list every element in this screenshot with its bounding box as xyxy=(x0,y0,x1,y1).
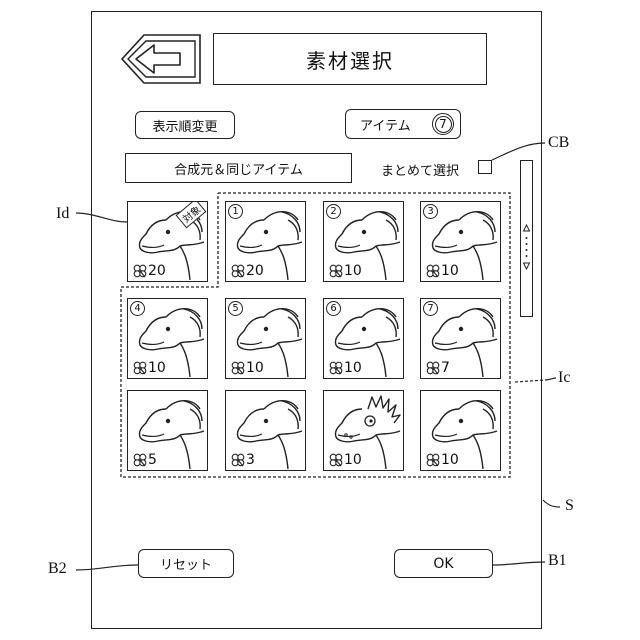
tile-quantity: 10 xyxy=(329,264,362,278)
tile-quantity-value: 10 xyxy=(441,264,459,278)
material-tile[interactable]: 4 10 xyxy=(127,298,208,379)
tile-quantity-value: 10 xyxy=(441,453,459,467)
tile-quantity-value: 7 xyxy=(441,361,450,375)
material-tile[interactable]: 10 xyxy=(323,390,404,471)
material-tile[interactable]: 6 10 xyxy=(323,298,404,379)
tile-quantity: 10 xyxy=(329,361,362,375)
annotation-s: S xyxy=(565,497,574,515)
tile-quantity: 7 xyxy=(426,361,450,375)
clover-icon xyxy=(133,453,147,467)
annotation-id: Id xyxy=(56,205,69,223)
material-tile[interactable]: 77 xyxy=(420,298,501,379)
item-filter-button[interactable]: アイテム 7 xyxy=(345,109,461,139)
annotation-cb: CB xyxy=(548,134,569,152)
tile-number-badge: 4 xyxy=(130,301,145,316)
item-count-inner: 7 xyxy=(435,116,452,133)
reset-button[interactable]: リセット xyxy=(138,549,234,578)
tile-quantity: 3 xyxy=(231,453,255,467)
select-all-label: まとめて選択 xyxy=(381,160,459,179)
material-tile[interactable]: 1 20 xyxy=(225,201,306,282)
item-filter-label: アイテム xyxy=(360,115,411,134)
tile-quantity-value: 10 xyxy=(246,361,264,375)
material-tile[interactable]: 10 xyxy=(420,390,501,471)
tile-number-badge: 1 xyxy=(228,204,243,219)
scrollbar[interactable] xyxy=(520,160,533,317)
tile-number-badge: 5 xyxy=(228,301,243,316)
tile-quantity-value: 3 xyxy=(246,453,255,467)
annotation-b1: B1 xyxy=(548,552,567,570)
tile-number-badge: 6 xyxy=(326,301,341,316)
clover-icon xyxy=(329,361,343,375)
material-tile[interactable]: 3 xyxy=(225,390,306,471)
clover-icon xyxy=(426,453,440,467)
tile-quantity-value: 5 xyxy=(148,453,157,467)
material-tile[interactable]: 5 10 xyxy=(225,298,306,379)
tile-quantity-value: 20 xyxy=(246,264,264,278)
clover-icon xyxy=(133,361,147,375)
clover-icon xyxy=(329,264,343,278)
tile-number-badge: 2 xyxy=(326,204,341,219)
tile-quantity: 20 xyxy=(231,264,264,278)
ok-button[interactable]: OK xyxy=(394,549,493,578)
tile-number-badge: 7 xyxy=(423,301,438,316)
tile-quantity: 10 xyxy=(329,453,362,467)
item-count-badge: 7 xyxy=(432,113,454,135)
material-tile[interactable]: 2 10 xyxy=(323,201,404,282)
annotation-b2: B2 xyxy=(48,560,67,578)
select-all-checkbox[interactable] xyxy=(478,160,492,174)
annotation-ic: Ic xyxy=(558,369,570,387)
back-arrow-icon xyxy=(120,33,201,85)
clover-icon xyxy=(231,453,245,467)
tile-quantity-value: 20 xyxy=(148,264,166,278)
tile-quantity: 10 xyxy=(426,453,459,467)
tile-quantity-value: 10 xyxy=(344,361,362,375)
tile-quantity-value: 10 xyxy=(344,264,362,278)
clover-icon xyxy=(329,453,343,467)
tile-quantity-value: 10 xyxy=(148,361,166,375)
back-button[interactable] xyxy=(120,33,201,85)
clover-icon xyxy=(426,264,440,278)
tile-quantity: 5 xyxy=(133,453,157,467)
sort-order-button[interactable]: 表示順変更 xyxy=(135,111,235,139)
clover-icon xyxy=(426,361,440,375)
clover-icon xyxy=(231,361,245,375)
material-tile[interactable]: 3 10 xyxy=(420,201,501,282)
clover-icon xyxy=(133,264,147,278)
clover-icon xyxy=(231,264,245,278)
tile-number-badge: 3 xyxy=(423,204,438,219)
source-material-tile[interactable]: 対象20 xyxy=(127,201,208,282)
tile-quantity: 10 xyxy=(133,361,166,375)
tile-quantity-value: 10 xyxy=(344,453,362,467)
tile-quantity: 20 xyxy=(133,264,166,278)
scroll-indicator-icon xyxy=(521,161,532,316)
filter-mode-label: 合成元＆同じアイテム xyxy=(125,153,352,183)
page-title: 素材選択 xyxy=(213,33,487,85)
tile-quantity: 10 xyxy=(231,361,264,375)
material-tile[interactable]: 5 xyxy=(127,390,208,471)
tile-quantity: 10 xyxy=(426,264,459,278)
